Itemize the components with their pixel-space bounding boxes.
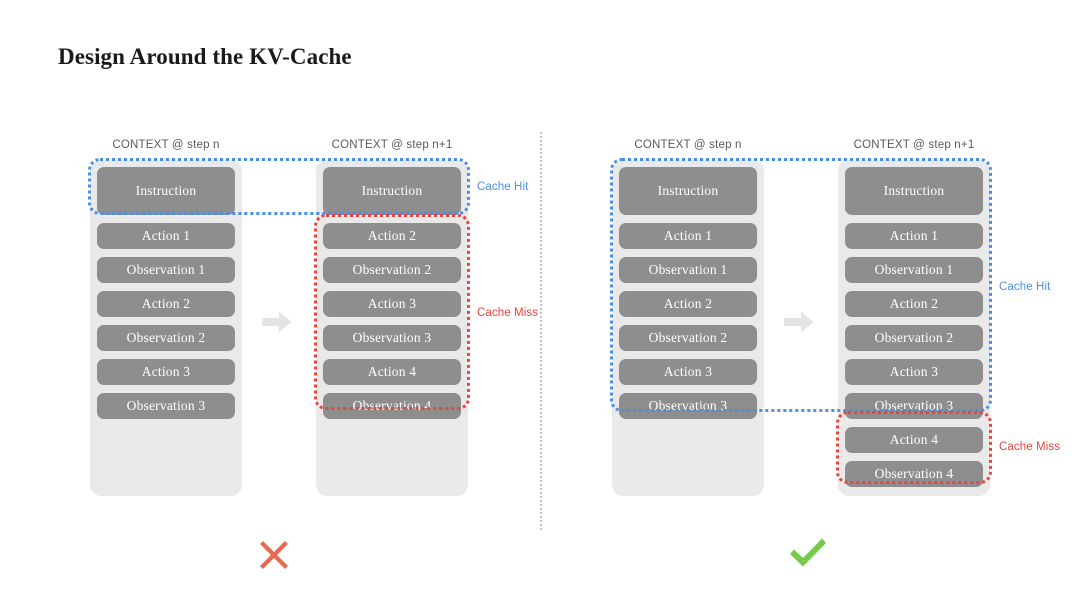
left-step-n-blocks: Instruction Action 1 Observation 1 Actio… (97, 167, 235, 419)
left-cache-hit-label: Cache Hit (477, 181, 529, 193)
context-block[interactable]: Action 2 (323, 223, 461, 249)
transition-arrow-icon (262, 311, 292, 333)
cross-icon (252, 533, 296, 577)
context-block[interactable]: Observation 2 (845, 325, 983, 351)
page-title: Design Around the KV-Cache (58, 44, 352, 69)
context-block[interactable]: Action 2 (845, 291, 983, 317)
context-block[interactable]: Observation 3 (97, 393, 235, 419)
right-step-n-container: Instruction Action 1 Observation 1 Actio… (612, 160, 764, 496)
transition-arrow-icon (784, 311, 814, 333)
context-block[interactable]: Instruction (323, 167, 461, 215)
context-block[interactable]: Action 2 (619, 291, 757, 317)
context-block[interactable]: Action 2 (97, 291, 235, 317)
right-step-n1-container: Instruction Action 1 Observation 1 Actio… (838, 160, 990, 496)
right-step-n1-label: CONTEXT @ step n+1 (853, 139, 975, 151)
context-block[interactable]: Observation 3 (845, 393, 983, 419)
left-step-n-label: CONTEXT @ step n (112, 139, 220, 151)
context-block[interactable]: Action 3 (845, 359, 983, 385)
context-block[interactable]: Action 3 (619, 359, 757, 385)
context-block[interactable]: Action 4 (323, 359, 461, 385)
left-step-n-container: Instruction Action 1 Observation 1 Actio… (90, 160, 242, 496)
context-block[interactable]: Observation 1 (97, 257, 235, 283)
context-block[interactable]: Observation 2 (323, 257, 461, 283)
context-block[interactable]: Instruction (97, 167, 235, 215)
panel-divider (540, 132, 542, 530)
context-block[interactable]: Action 3 (97, 359, 235, 385)
context-block[interactable]: Instruction (619, 167, 757, 215)
context-block[interactable]: Observation 2 (619, 325, 757, 351)
context-block[interactable]: Action 1 (845, 223, 983, 249)
left-step-n1-label: CONTEXT @ step n+1 (331, 139, 453, 151)
context-block[interactable]: Action 4 (845, 427, 983, 453)
left-step-n1-blocks: Instruction Action 2 Observation 2 Actio… (323, 167, 461, 419)
context-block[interactable]: Action 1 (97, 223, 235, 249)
context-block[interactable]: Observation 4 (845, 461, 983, 487)
context-block[interactable]: Action 3 (323, 291, 461, 317)
right-cache-miss-label: Cache Miss (999, 441, 1061, 453)
context-block[interactable]: Action 1 (619, 223, 757, 249)
context-block[interactable]: Observation 1 (619, 257, 757, 283)
context-block[interactable]: Instruction (845, 167, 983, 215)
right-step-n-label: CONTEXT @ step n (634, 139, 742, 151)
right-cache-hit-label: Cache Hit (999, 281, 1051, 293)
check-icon (786, 531, 830, 575)
left-step-n1-container: Instruction Action 2 Observation 2 Actio… (316, 160, 468, 496)
right-step-n1-blocks: Instruction Action 1 Observation 1 Actio… (845, 167, 983, 487)
context-block[interactable]: Observation 1 (845, 257, 983, 283)
context-block[interactable]: Observation 3 (323, 325, 461, 351)
context-block[interactable]: Observation 3 (619, 393, 757, 419)
context-block[interactable]: Observation 4 (323, 393, 461, 419)
left-cache-miss-label: Cache Miss (477, 307, 539, 319)
right-step-n-blocks: Instruction Action 1 Observation 1 Actio… (619, 167, 757, 419)
context-block[interactable]: Observation 2 (97, 325, 235, 351)
